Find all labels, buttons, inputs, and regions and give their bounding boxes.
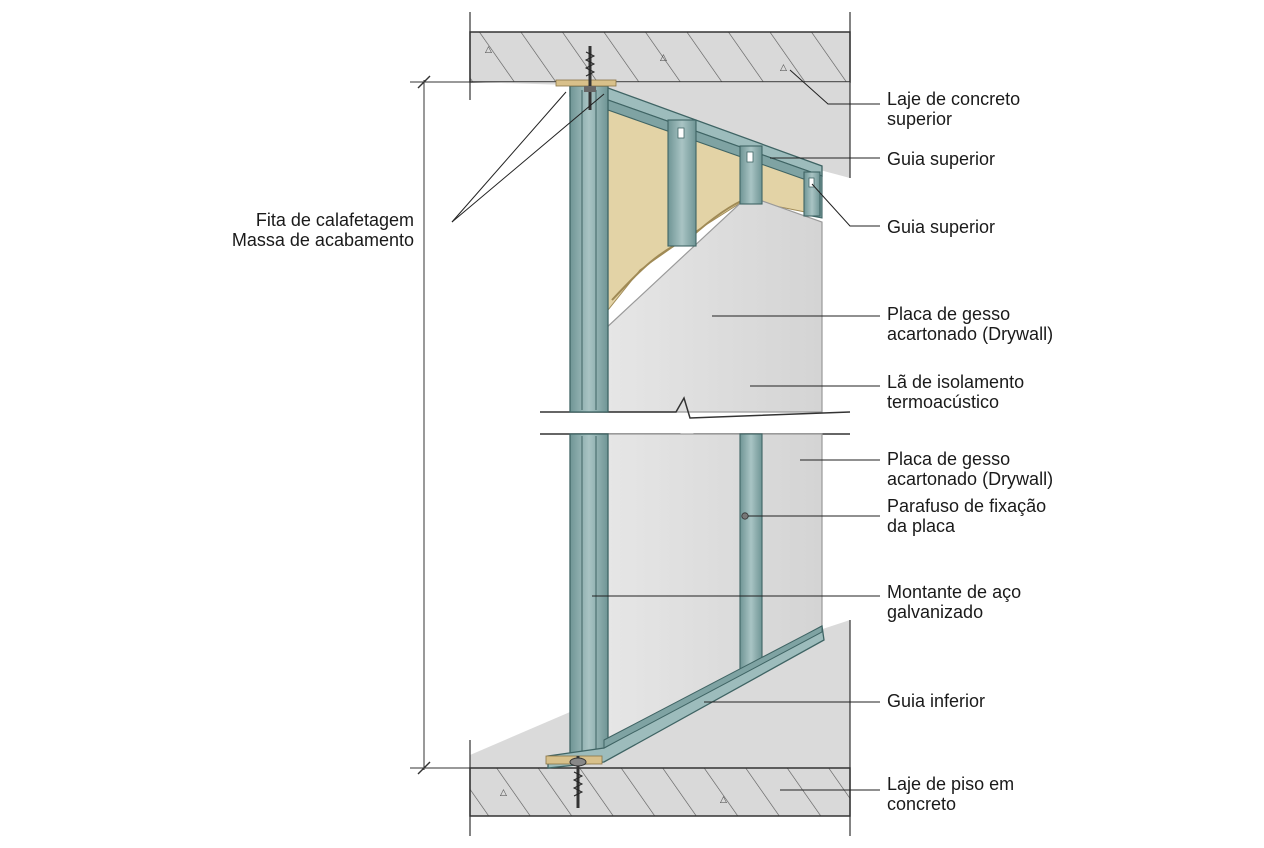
- svg-text:△: △: [500, 788, 507, 798]
- label-sealing: Fita de calafetagem Massa de acabamento: [231, 210, 414, 250]
- svg-text:△: △: [660, 53, 667, 63]
- label-stud: Montante de aço galvanizado: [887, 582, 1022, 622]
- svg-text:△: △: [780, 63, 787, 73]
- top-sealing-and-anchor: [555, 46, 617, 110]
- label-drywall-board-2: Placa de gesso acartonado (Drywall): [887, 449, 1054, 489]
- leader-lines: [451, 69, 880, 791]
- svg-text:△: △: [720, 795, 727, 805]
- lower-stud: [739, 433, 763, 671]
- label-floor-slab: Laje de piso em concreto: [887, 774, 1015, 814]
- label-top-slab: Laje de concreto superior: [887, 89, 1021, 129]
- label-insulation: Lã de isolamento termoacústico: [887, 372, 1025, 412]
- top-concrete-slab: △ △ △: [469, 12, 851, 178]
- height-dimension-line: [410, 75, 470, 775]
- label-bottom-track: Guia inferior: [887, 691, 986, 711]
- svg-text:△: △: [485, 45, 492, 55]
- bottom-anchor: [545, 755, 603, 808]
- label-top-track-2: Guia superior: [887, 217, 996, 237]
- main-stud: [569, 85, 609, 755]
- bottom-track: [547, 624, 825, 769]
- label-screw: Parafuso de fixação da placa: [887, 496, 1047, 536]
- label-drywall-board-1: Placa de gesso acartonado (Drywall): [887, 304, 1054, 344]
- upper-studs: [667, 119, 821, 247]
- label-top-track-1: Guia superior: [887, 149, 996, 169]
